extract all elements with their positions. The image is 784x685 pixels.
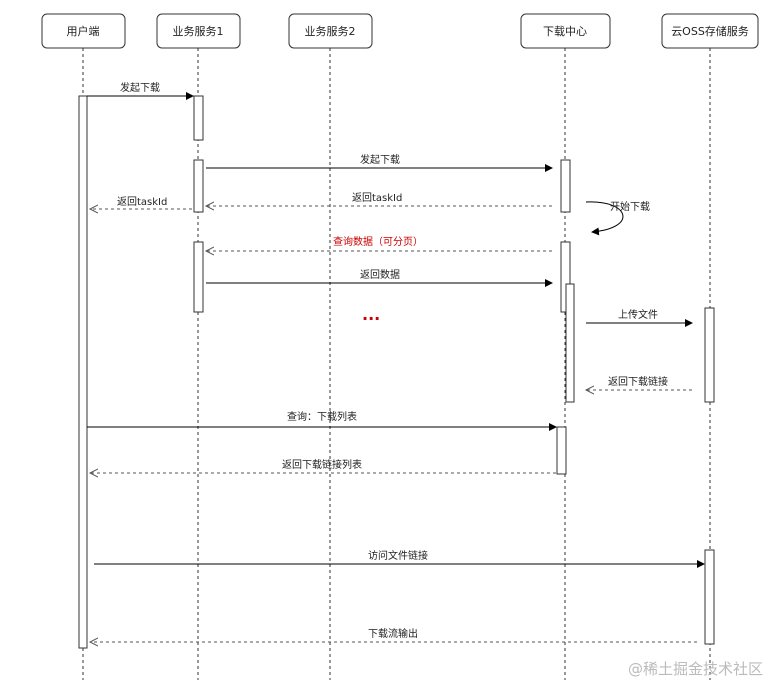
message-start-download-label: 开始下载 <box>610 200 650 213</box>
activation-oss-b <box>704 549 715 645</box>
message-query-data-label: 查询数据（可分页） <box>333 235 423 248</box>
activation-oss-a <box>704 307 715 403</box>
message-query-data: 查询数据（可分页） <box>206 235 552 251</box>
message-initiate-download-to-download-center: 发起下载 <box>206 153 553 172</box>
participant-service1-label: 业务服务1 <box>173 25 224 38</box>
message-return-data: 返回数据 <box>206 268 553 287</box>
participant-download-center-label: 下载中心 <box>543 25 587 38</box>
message-return-download-link: 返回下载链接 <box>586 375 692 390</box>
message-query-download-list-label: 查询：下载列表 <box>287 410 357 423</box>
message-initiate-download-to-service1: 发起下载 <box>87 81 194 100</box>
participant-download-center: 下载中心 <box>520 13 611 49</box>
message-return-taskid-label-2: 返回taskId <box>117 196 167 208</box>
participant-user-label: 用户端 <box>67 24 100 38</box>
message-upload-file-label: 上传文件 <box>618 308 658 321</box>
message-return-taskid-to-service1: 返回taskId <box>206 192 552 206</box>
message-access-file-link: 访问文件链接 <box>94 549 705 568</box>
participant-service2: 业务服务2 <box>288 13 373 49</box>
activation-service1-c <box>193 241 204 313</box>
message-return-taskid-label: 返回taskId <box>352 192 402 204</box>
participant-oss-label: 云OSS存储服务 <box>671 24 749 38</box>
message-download-stream-output: 下载流输出 <box>90 627 697 642</box>
message-access-file-link-label: 访问文件链接 <box>368 549 428 562</box>
activation-download-c <box>565 283 575 403</box>
message-query-download-list: 查询：下载列表 <box>87 410 557 431</box>
message-start-download-self: 开始下载 <box>585 200 650 236</box>
message-initiate-download-label: 发起下载 <box>120 81 160 94</box>
participant-oss: 云OSS存储服务 <box>661 13 759 49</box>
participant-service1: 业务服务1 <box>156 13 241 49</box>
message-initiate-download-label-2: 发起下载 <box>360 153 400 166</box>
activation-service1-b <box>193 159 204 213</box>
message-return-download-link-list: 返回下载链接列表 <box>90 458 556 473</box>
message-return-taskid-to-user: 返回taskId <box>90 196 192 209</box>
message-download-stream-output-label: 下载流输出 <box>368 627 418 640</box>
activation-download-d <box>556 426 567 475</box>
activation-download-a <box>560 159 571 213</box>
message-return-download-link-list-label: 返回下载链接列表 <box>282 458 362 471</box>
message-return-data-label: 返回数据 <box>360 268 400 281</box>
activation-user <box>78 95 88 649</box>
ellipsis-marker: ... <box>362 305 380 324</box>
activation-service1-a <box>193 95 204 141</box>
participant-user: 用户端 <box>41 13 126 49</box>
message-upload-file: 上传文件 <box>586 308 693 327</box>
watermark-text: @稀土掘金技术社区 <box>628 660 763 678</box>
participant-service2-label: 业务服务2 <box>305 25 356 38</box>
message-return-download-link-label: 返回下载链接 <box>608 375 668 388</box>
